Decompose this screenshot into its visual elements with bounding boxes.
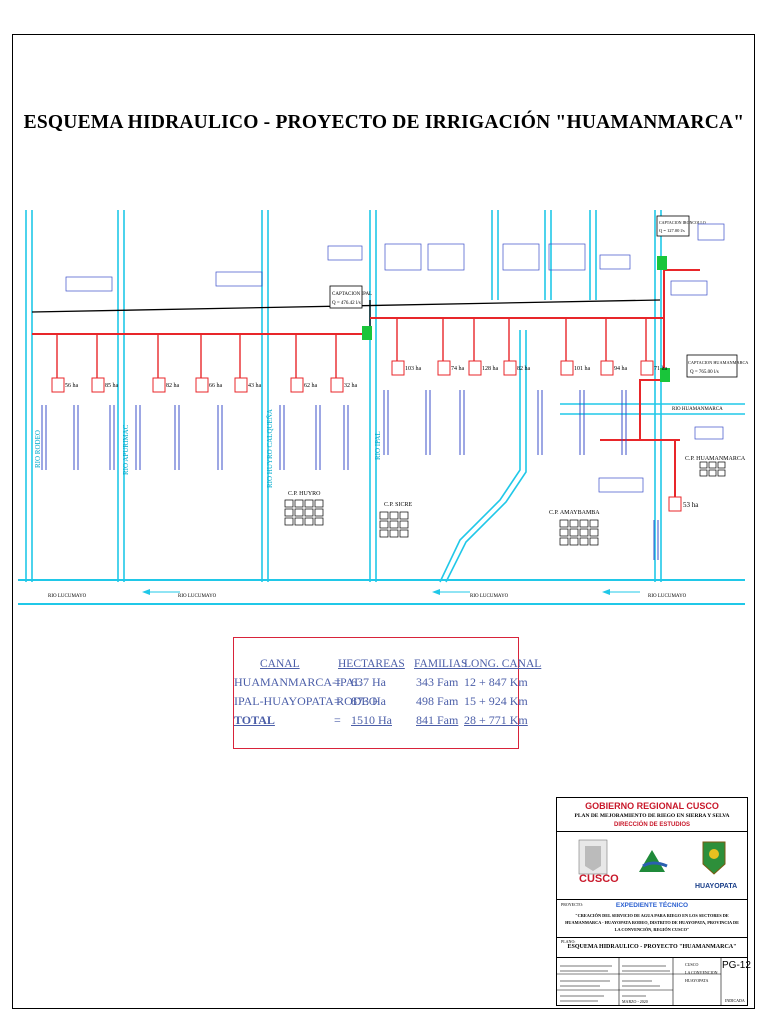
- summary-header: CANAL HECTAREAS FAMILIAS LONG. CANAL: [234, 658, 541, 674]
- river-lucumayo-label-1: RIO LUCUMAYO: [48, 594, 87, 599]
- header-longitud: LONG. CANAL: [464, 658, 542, 670]
- logos: CUSCO HUAYOPATA: [578, 839, 737, 890]
- header-hectareas: HECTAREAS: [338, 658, 405, 670]
- area-labels: 56 ha 85 ha 82 ha 66 ha 43 ha 62 ha 32 h…: [65, 366, 699, 509]
- area-label: 71 ha: [654, 366, 668, 372]
- blue-annotation-boxes: [65, 223, 725, 493]
- area-label: 62 ha: [304, 383, 318, 389]
- direccion: DIRECCIÓN DE ESTUDIOS: [613, 822, 690, 828]
- river-rodeo-label: RIO RODEO: [34, 430, 42, 468]
- distrito-value: HUAYOPATA: [685, 978, 709, 983]
- captacion-oncollo-marker: [657, 256, 667, 270]
- summary-table: CANAL HECTAREAS FAMILIAS LONG. CANAL HUA…: [233, 637, 541, 749]
- cp-huyro-label: C.P. HUYRO: [288, 491, 321, 497]
- proyecto-text: "CREACIÓN DEL SERVICIO DE AGUA PARA RIEG…: [565, 913, 739, 932]
- area-label: 74 ha: [451, 366, 465, 372]
- area-label: 56 ha: [65, 383, 79, 389]
- plano-text: ESQUEMA HIDRAULICO - PROYECTO "HUAMANMAR…: [567, 944, 737, 950]
- plan-meriss-logo: [639, 850, 668, 872]
- area-label: 66 ha: [209, 383, 223, 389]
- huayopata-shield-icon: [702, 841, 726, 875]
- river-lucumayo-label-3: RIO LUCUMAYO: [470, 594, 509, 599]
- summary-row: HUAMANMARCA-IPAL = 637 Ha 343 Fam 12 + 8…: [234, 675, 528, 689]
- summary-total-row: TOTAL = 1510 Ha 841 Fam 28 + 771 Km: [234, 713, 528, 727]
- town-grid-huyro: [284, 499, 324, 526]
- captacion-huamanmarca-marker: [660, 368, 670, 382]
- cusco-logo-text: CUSCO: [579, 873, 619, 885]
- cp-amaybamba-label: C.P. AMAYBAMBA: [549, 510, 600, 516]
- vertical-rivers: [25, 210, 745, 583]
- captacion-oncollo-label: CAPTACION IRONCOLLO: [659, 220, 706, 225]
- area-label: 101 ha: [574, 366, 591, 372]
- area-boxes: [51, 360, 682, 512]
- area-label: 103 ha: [405, 366, 422, 372]
- captacion-huamanmarca-label: CAPTACION HUAMANMARCA: [688, 360, 749, 365]
- river-huamanmarca-label: RIO HUAMANMARCA: [672, 407, 723, 412]
- cp-huamanmarca-label: C.P. HUAMANMARCA: [685, 456, 746, 462]
- river-lucumayo: [18, 579, 745, 605]
- sheet-number: PG-12: [722, 960, 751, 971]
- captacion-huamanmarca-flow: Q = 765.00 l/s: [690, 370, 719, 375]
- main-canal: [32, 269, 700, 500]
- captacion-ipal-marker: [362, 326, 372, 340]
- title-block-grid: [557, 958, 722, 1006]
- drawing-frame: [12, 34, 755, 1009]
- huayopata-logo-text: HUAYOPATA: [695, 883, 737, 890]
- header-canal: CANAL: [260, 658, 300, 670]
- page-title: ESQUEMA HIDRAULICO - PROYECTO DE IRRIGAC…: [23, 112, 745, 133]
- plano-label: PLANO:: [561, 939, 576, 944]
- proyecto-label: PROYECTO:: [561, 902, 584, 907]
- cusco-logo: [578, 839, 608, 875]
- area-label: 32 ha: [344, 383, 358, 389]
- area-label: 82 ha: [166, 383, 180, 389]
- header-familias: FAMILIAS: [414, 658, 468, 670]
- town-grid-sicre: [379, 511, 409, 538]
- river-apurimac-label: RIO APURIMAC: [122, 424, 130, 475]
- town-grid-huamanmarca: [699, 461, 726, 477]
- escala-value: INDICADA: [725, 998, 745, 1003]
- fecha-value: MARZO - 2020: [622, 999, 648, 1004]
- sub-laterals: [41, 390, 659, 560]
- title-block: GOBIERNO REGIONAL CUSCO PLAN DE MEJORAMI…: [556, 797, 751, 1006]
- area-label: 94 ha: [614, 366, 628, 372]
- river-lucumayo-label-4: RIO LUCUMAYO: [648, 594, 687, 599]
- area-label: 85 ha: [105, 383, 119, 389]
- cp-sicre-label: C.P. SICRE: [384, 502, 413, 508]
- area-label: 53 ha: [683, 501, 699, 509]
- region-value: CUSCO: [685, 962, 699, 967]
- town-grid-amaybamba: [559, 519, 599, 546]
- summary-row: IPAL-HUAYOPATA RODEO = 873 Ha 498 Fam 15…: [234, 694, 528, 708]
- area-label: 128 ha: [482, 366, 499, 372]
- captacion-oncollo-flow: Q = 127.00 l/s: [659, 228, 685, 233]
- captacion-ipal-flow: Q = 476.42 l/s: [332, 301, 361, 306]
- expediente-tecnico: EXPEDIENTE TÉCNICO: [615, 902, 689, 909]
- river-ipal-label: RIO IPAL: [374, 431, 382, 460]
- area-label: 43 ha: [248, 383, 262, 389]
- provincia-value: LA CONVENCION: [685, 970, 718, 975]
- org-name: GOBIERNO REGIONAL CUSCO: [585, 801, 719, 811]
- lateral-branches: [56, 318, 647, 385]
- org-subtitle: PLAN DE MEJORAMIENTO DE RIEGO EN SIERRA …: [574, 813, 730, 819]
- river-lucumayo-label-2: RIO LUCUMAYO: [178, 594, 217, 599]
- area-label: 82 ha: [517, 366, 531, 372]
- captacion-ipal-label: CAPTACION IPAL: [332, 292, 372, 297]
- river-huyro-label: RIO HUYRO CALQUEÑA: [266, 409, 274, 488]
